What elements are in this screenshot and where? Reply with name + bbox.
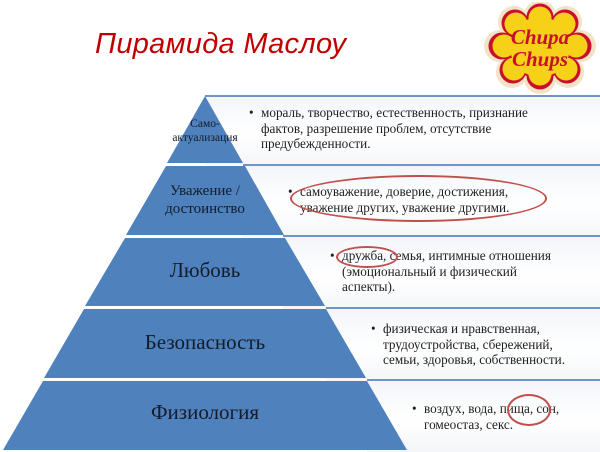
level-label-love: Любовь xyxy=(169,258,241,282)
level-panel-self-actualization xyxy=(205,95,600,165)
level-label-physiology: Физиология xyxy=(150,400,260,424)
pyramid-level-self-actualization xyxy=(167,96,243,163)
description-line: мораль, творчество, естественность, приз… xyxy=(261,105,528,120)
label-line: достоинство xyxy=(165,201,245,217)
label-line: Само- xyxy=(190,118,220,130)
chupa-chups-logo: Chupa Chups xyxy=(484,2,596,94)
description-line: трудоустройства, сбережений, xyxy=(383,336,553,352)
pyramid-level-safety xyxy=(44,309,366,378)
level-panel-safety xyxy=(326,307,600,381)
pyramid-level-physiology xyxy=(3,381,407,450)
logo-text-line1: Chupa xyxy=(511,25,569,49)
bullet-icon: • xyxy=(249,105,254,120)
description-line: (эмоциональный и физический xyxy=(342,263,517,279)
logo-text-line2: Chups xyxy=(512,47,568,71)
level-label-safety: Безопасность xyxy=(144,330,266,354)
bullet-icon: • xyxy=(412,401,417,416)
level-label-self-actualization: Само- актуализация xyxy=(150,117,260,145)
flower-shape-icon xyxy=(484,2,596,94)
highlight-ellipse-esteem xyxy=(290,175,547,222)
description-line: фактов, разрешение проблем, отсутствие xyxy=(261,120,492,136)
highlight-ellipse-food xyxy=(507,394,551,426)
label-line: актуализация xyxy=(172,132,238,144)
bullet-icon: • xyxy=(371,321,376,336)
level-panel-love xyxy=(283,235,600,309)
level-panel-physiology xyxy=(367,379,600,452)
pyramid-level-love xyxy=(85,238,325,306)
description-line: семьи, здоровья, собственности. xyxy=(383,352,566,367)
highlight-ellipse-friendship xyxy=(336,246,398,268)
level-description-safety: • физическая и нравственная, трудоустрой… xyxy=(371,321,566,368)
pyramid-level-esteem xyxy=(126,166,284,235)
level-label-esteem: Уважение / достоинство xyxy=(135,182,275,218)
page-title: Пирамида Маслоу xyxy=(95,28,347,60)
description-line: гомеостаз, секс. xyxy=(424,416,514,432)
label-line: Уважение / xyxy=(170,183,240,199)
level-description-self-actualization: • мораль, творчество, естественность, пр… xyxy=(249,105,528,152)
description-line: аспекты). xyxy=(342,279,396,294)
bullet-icon: • xyxy=(288,184,293,199)
bullet-icon: • xyxy=(330,248,335,263)
description-line: физическая и нравственная, xyxy=(383,321,540,336)
description-line: предубежденности. xyxy=(261,136,371,151)
